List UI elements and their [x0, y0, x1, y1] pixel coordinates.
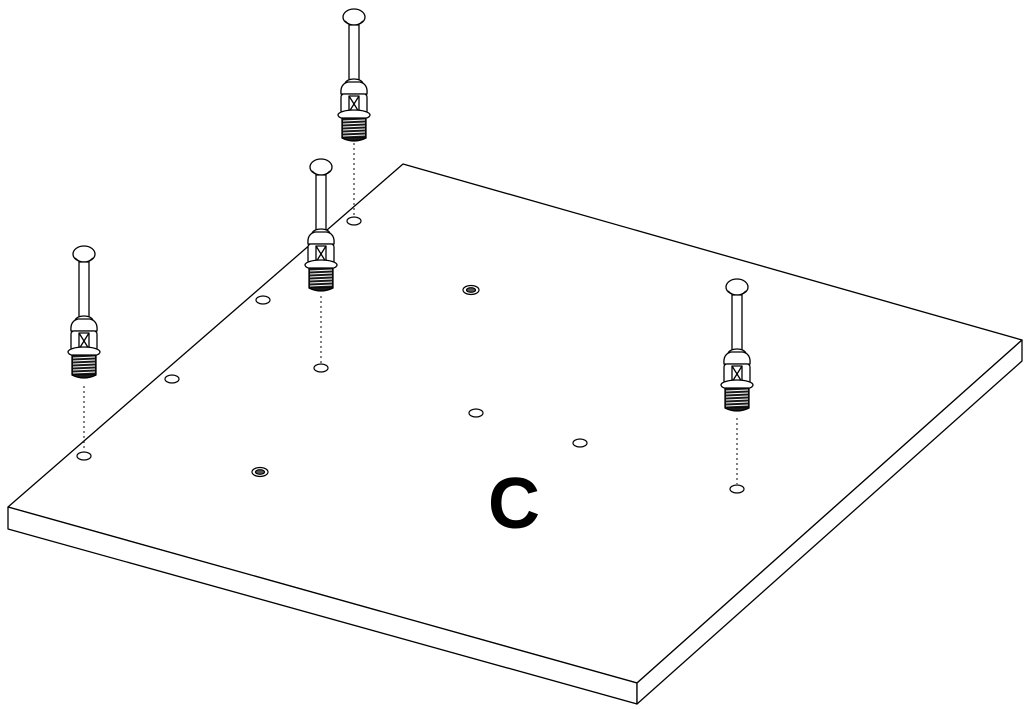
thread-line: [72, 362, 96, 365]
thread-lines: [72, 356, 96, 374]
dowel-hole: [255, 295, 271, 305]
housing-cap: [723, 351, 751, 365]
dowel-hole: [346, 216, 362, 226]
thread-line: [309, 269, 333, 272]
thread-line: [725, 395, 749, 398]
thread-line: [342, 134, 366, 137]
dowel-hole: [729, 484, 745, 494]
dowel-hole: [572, 438, 588, 448]
dowel-hole: [164, 374, 180, 384]
thread-line: [725, 401, 749, 404]
dowel-shaft: [315, 174, 327, 234]
window-cross: [315, 245, 327, 263]
thread-line: [72, 359, 96, 362]
thread-line: [342, 131, 366, 134]
thread-line: [72, 371, 96, 374]
dowel-shaft: [731, 294, 743, 354]
thread-line: [725, 392, 749, 395]
housing-cap: [70, 318, 98, 332]
thread-line: [342, 128, 366, 131]
thread-line: [72, 365, 96, 368]
housing-cap: [307, 231, 335, 245]
sleeve-tip: [71, 374, 97, 379]
cam-fitting: [462, 284, 480, 296]
thread-line: [725, 398, 749, 401]
window-cross: [348, 95, 360, 113]
thread-line: [72, 356, 96, 359]
cam-fitting: [251, 466, 269, 478]
panel-side-edge: [636, 339, 1023, 705]
thread-line: [342, 122, 366, 125]
panel-holes: [76, 216, 745, 494]
cam-dowel-connector: [304, 158, 338, 292]
thread-line: [309, 272, 333, 275]
thread-line: [309, 275, 333, 278]
thread-line: [309, 284, 333, 287]
thread-line: [342, 119, 366, 122]
dowel-shaft: [348, 24, 360, 84]
dowel-hole: [468, 408, 484, 418]
window-cross: [78, 332, 90, 350]
sleeve-tip: [341, 137, 367, 142]
thread-line: [309, 281, 333, 284]
dowel-shaft: [78, 261, 90, 321]
thread-lines: [725, 389, 749, 407]
cam-dowel-connector: [67, 245, 101, 379]
dowel-hole: [76, 451, 92, 461]
panel-top-face: [7, 163, 1023, 684]
connector-group: [67, 8, 754, 412]
alignment-lines: [83, 138, 738, 484]
cam-fittings-inserted: [251, 284, 480, 478]
thread-line: [309, 278, 333, 281]
sleeve-tip: [724, 407, 750, 412]
thread-lines: [309, 269, 333, 287]
thread-lines: [342, 119, 366, 137]
panel-c: [7, 163, 1023, 705]
dowel-hole: [313, 363, 329, 373]
thread-line: [342, 125, 366, 128]
thread-line: [725, 389, 749, 392]
window-cross: [731, 365, 743, 383]
thread-line: [72, 368, 96, 371]
sleeve-tip: [308, 287, 334, 292]
thread-line: [725, 404, 749, 407]
panel-label: C: [488, 464, 540, 544]
cam-dowel-connector: [337, 8, 371, 142]
housing-cap: [340, 81, 368, 95]
cam-dowel-connector: [720, 278, 754, 412]
